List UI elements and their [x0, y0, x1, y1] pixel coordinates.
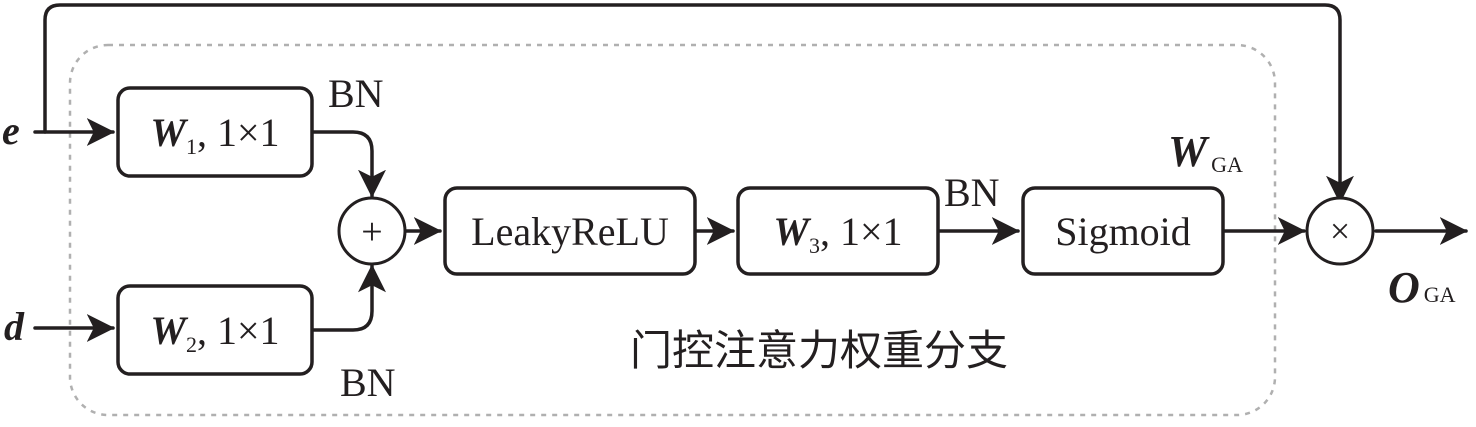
- w1-weight-symbol: W: [150, 110, 188, 155]
- w2-conv-block: W2, 1×1: [116, 284, 314, 376]
- leakyrelu-label: LeakyReLU: [471, 209, 669, 254]
- bn-label-bottom: BN: [340, 360, 396, 405]
- svg-text:W2, 1×1: W2, 1×1: [150, 308, 279, 357]
- w1-subscript: 1: [186, 134, 197, 159]
- svg-text:W3, 1×1: W3, 1×1: [773, 209, 902, 258]
- weight-ga-symbol: W: [1168, 127, 1210, 176]
- multiply-symbol: ×: [1330, 211, 1350, 251]
- output-ga-symbol: O: [1388, 263, 1420, 312]
- w1-to-add-wire: [310, 130, 386, 198]
- w2-to-add-wire: [310, 264, 386, 332]
- gated-branch-caption: 门控注意力权重分支: [630, 326, 1008, 375]
- input-e-label: e: [2, 108, 20, 153]
- leakyrelu-block: LeakyReLU: [443, 186, 697, 276]
- bn-label-w3: BN: [944, 170, 1000, 215]
- w3-kernel-size: , 1×1: [820, 209, 903, 254]
- input-d-label: d: [4, 304, 25, 349]
- w1-kernel-size: , 1×1: [197, 110, 280, 155]
- w2-kernel-size: , 1×1: [197, 308, 280, 353]
- svg-text:W1, 1×1: W1, 1×1: [150, 110, 279, 159]
- w3-subscript: 3: [809, 233, 820, 258]
- w3-weight-symbol: W: [773, 209, 811, 254]
- weight-ga-subscript: GA: [1211, 152, 1243, 177]
- w1-conv-block: W1, 1×1: [116, 86, 314, 178]
- skip-connection-wire: [43, 3, 1354, 204]
- multiply-operator: ×: [1305, 196, 1375, 266]
- output-ga-subscript: GA: [1424, 282, 1456, 307]
- add-symbol: +: [361, 211, 382, 253]
- w3-conv-block: W3, 1×1: [736, 186, 940, 276]
- w2-weight-symbol: W: [150, 308, 188, 353]
- add-operator: +: [337, 196, 407, 266]
- sigmoid-label: Sigmoid: [1055, 209, 1191, 254]
- sigmoid-block: Sigmoid: [1021, 186, 1225, 276]
- w2-subscript: 2: [186, 332, 197, 357]
- bn-label-top: BN: [328, 71, 384, 116]
